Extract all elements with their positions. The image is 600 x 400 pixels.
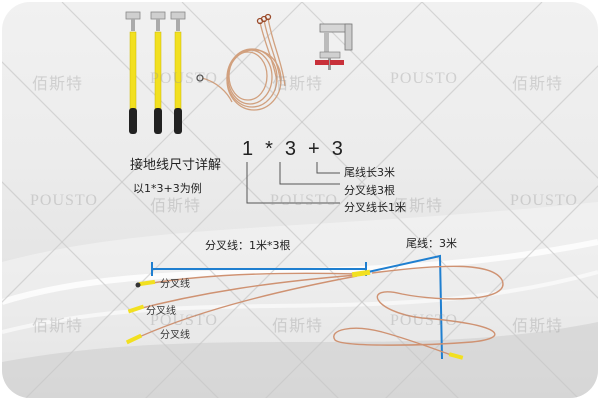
watermark-cn: 佰斯特 [512, 74, 564, 93]
coiled-wire-image [196, 13, 286, 111]
formula-connectors [246, 162, 340, 204]
formula-operator-1: * [265, 138, 275, 160]
explanation-subtitle: 以1*3+3为例 [133, 182, 202, 195]
formula-operator-2: + [308, 138, 322, 160]
watermark-cn: 佰斯特 [150, 196, 202, 215]
branch-wire-label: 分叉线 [160, 279, 190, 290]
explanation-title: 接地线尺寸详解 [130, 158, 222, 173]
grounding-poles-image [125, 11, 186, 134]
branch-dimension-label: 分叉线：1米*3根 [205, 239, 291, 252]
branch-wire-label: 分叉线 [146, 306, 176, 317]
watermark-en: POUSTO [150, 70, 218, 87]
callout-branch-count: 分叉线3根 [344, 184, 395, 197]
watermark-cn: 佰斯特 [32, 316, 84, 335]
watermark-en: POUSTO [270, 192, 338, 209]
watermark-en: POUSTO [510, 192, 578, 209]
formula-part-3: 3 [331, 138, 345, 160]
watermark-cn: 佰斯特 [272, 74, 324, 93]
callout-branch-length: 分叉线长1米 [344, 201, 406, 214]
branch-wire-label: 分叉线 [160, 330, 190, 341]
watermark-cn: 佰斯特 [32, 74, 84, 93]
watermark-cn: 佰斯特 [272, 316, 324, 335]
watermark-en: POUSTO [150, 312, 218, 329]
branch-wires [127, 265, 504, 358]
watermark-cn: 佰斯特 [392, 196, 444, 215]
branch-connectors [125, 269, 464, 360]
formula: 1 * 3 +3 [242, 138, 355, 161]
watermark-en: POUSTO [390, 70, 458, 87]
clamp-image [315, 23, 353, 70]
watermark-cn: 佰斯特 [512, 316, 564, 335]
callout-tail-length: 尾线长3米 [344, 166, 395, 179]
tail-dimension-label: 尾线：3米 [406, 237, 457, 250]
watermark-en: POUSTO [390, 312, 458, 329]
watermark-en: POUSTO [30, 192, 98, 209]
formula-part-1: 1 [242, 138, 256, 160]
formula-part-2: 3 [284, 138, 299, 160]
